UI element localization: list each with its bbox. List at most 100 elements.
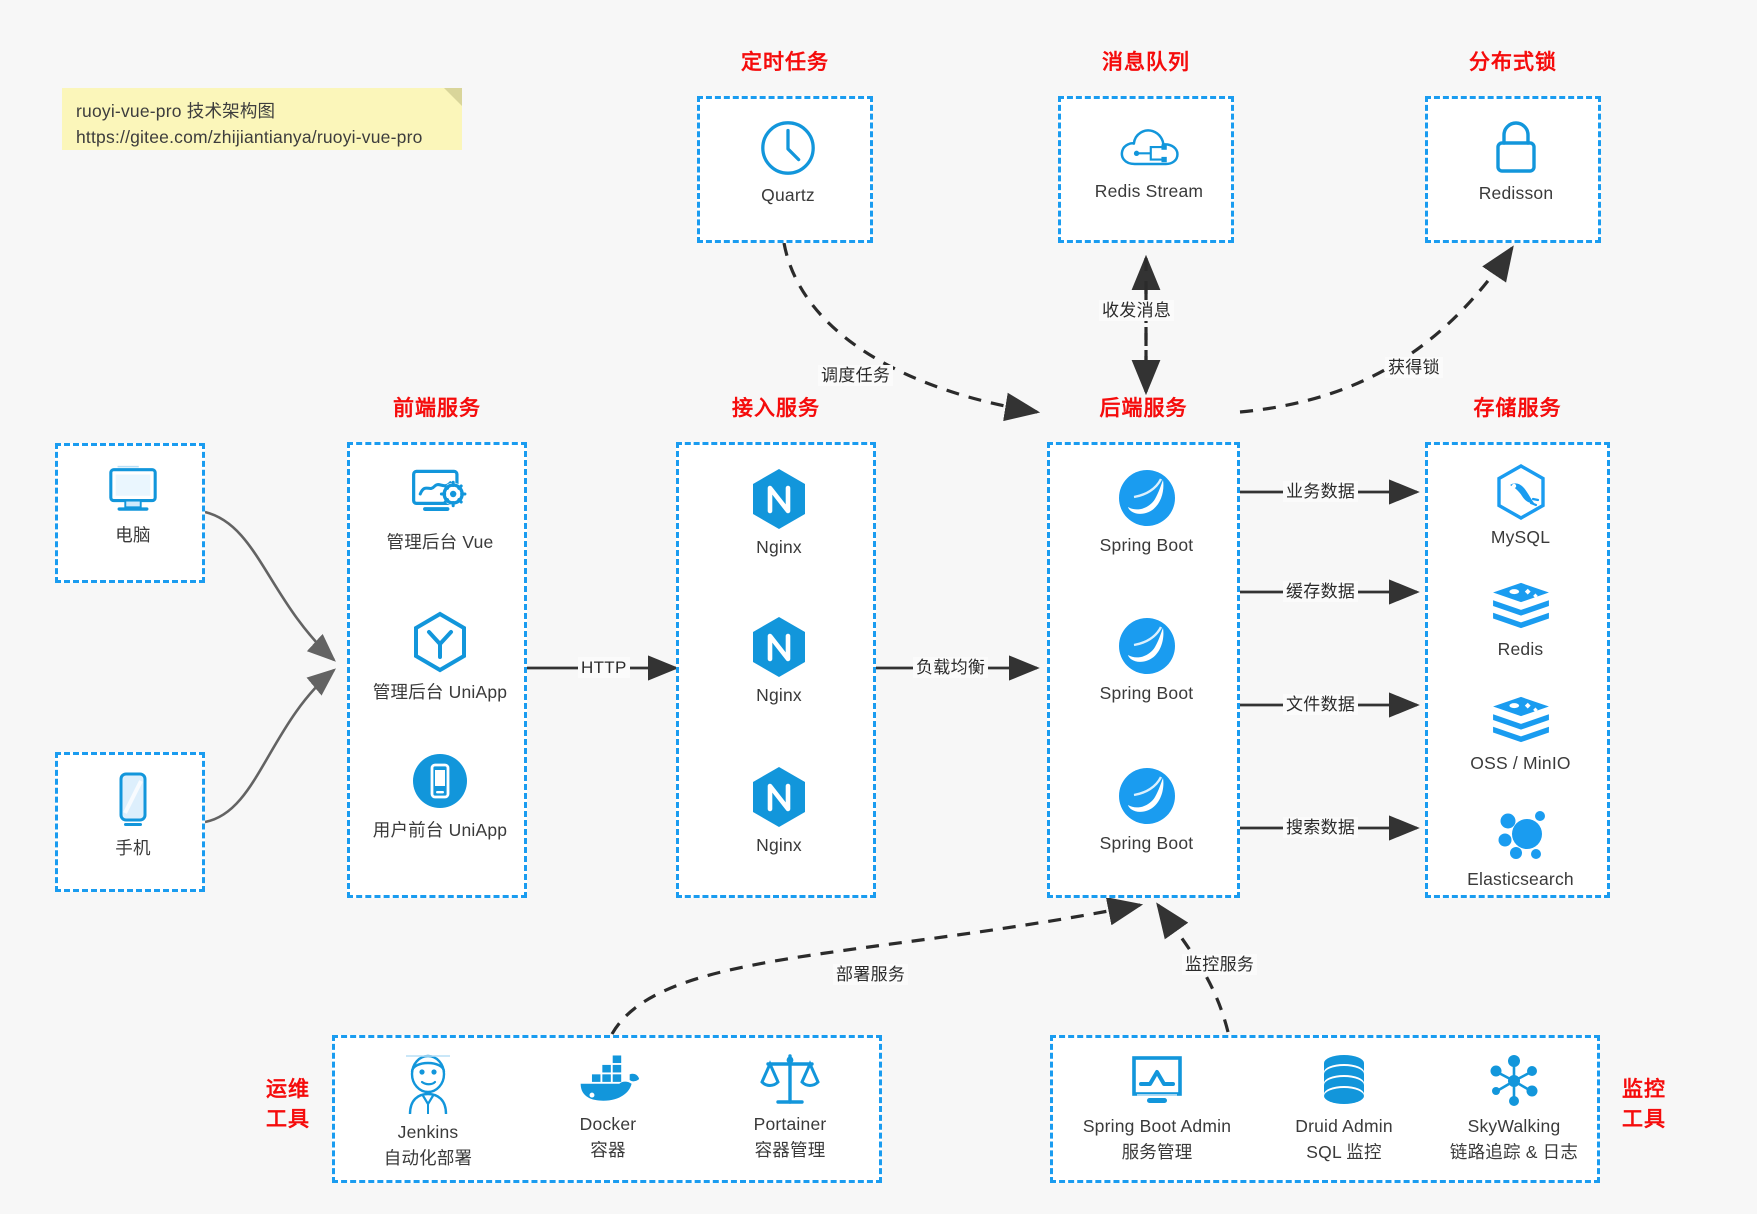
edge-label-schedule-task: 调度任务 — [818, 365, 894, 386]
node-redis-stream[interactable]: Redis Stream — [1061, 121, 1237, 202]
group-box-scheduled-task[interactable]: Quartz — [697, 96, 873, 243]
node-spring-boot-2[interactable]: Spring Boot — [1050, 615, 1243, 704]
docker-icon — [575, 1052, 641, 1108]
node-label: Spring Boot — [1099, 535, 1194, 555]
node-sublabel: 自动化部署 — [383, 1148, 473, 1168]
node-sublabel: SQL 监控 — [1306, 1142, 1382, 1162]
group-title-distributed-lock: 分布式锁 — [1469, 51, 1557, 74]
node-label: 电脑 — [115, 525, 151, 545]
node-nginx-2[interactable]: Nginx — [679, 615, 879, 706]
node-label: Nginx — [756, 835, 802, 855]
node-nginx-1[interactable]: Nginx — [679, 467, 879, 558]
node-phone[interactable]: 手机 — [58, 771, 208, 860]
node-label: Docker — [579, 1114, 637, 1134]
note-fold-corner — [444, 88, 462, 106]
spring-boot-icon — [1116, 615, 1178, 677]
node-redis[interactable]: Redis — [1428, 581, 1613, 660]
group-box-client-phone[interactable]: 手机 — [55, 752, 205, 892]
nginx-icon — [750, 615, 808, 679]
group-title-devops-line1: 运维 — [266, 1078, 310, 1101]
node-quartz[interactable]: Quartz — [700, 117, 876, 206]
edge-label-search-data: 搜索数据 — [1283, 817, 1359, 838]
node-admin-uniapp[interactable]: 管理后台 UniApp — [350, 611, 530, 704]
node-label: 管理后台 UniApp — [372, 682, 508, 702]
edge-label-acquire-lock: 获得锁 — [1385, 357, 1443, 378]
node-label: Nginx — [756, 537, 802, 557]
node-label: Portainer — [753, 1114, 827, 1134]
monitor-chart-icon — [1126, 1052, 1188, 1110]
note-title-line: ruoyi-vue-pro 技术架构图 — [76, 101, 276, 121]
edge-label-business-data: 业务数据 — [1283, 481, 1359, 502]
group-title-frontend: 前端服务 — [393, 397, 481, 420]
edge-label-send-receive-message: 收发消息 — [1099, 300, 1175, 321]
node-sublabel: 服务管理 — [1121, 1142, 1193, 1162]
node-label: 用户前台 UniApp — [372, 820, 508, 840]
group-box-devops[interactable]: Jenkins 自动化部署 — [332, 1035, 882, 1183]
node-elasticsearch[interactable]: Elasticsearch — [1428, 807, 1613, 890]
node-portainer[interactable]: Portainer 容器管理 — [703, 1050, 877, 1162]
dashboard-gear-icon — [408, 465, 472, 523]
node-label: 管理后台 Vue — [386, 532, 494, 552]
group-box-gateway[interactable]: Nginx Nginx Nginx — [676, 442, 876, 898]
node-label: Redisson — [1478, 183, 1554, 203]
node-label: MySQL — [1490, 527, 1551, 547]
edge-label-load-balance: 负载均衡 — [913, 657, 989, 678]
group-title-monitor: 监控 工具 — [1614, 1075, 1674, 1135]
group-box-frontend[interactable]: 管理后台 Vue 管理后台 UniApp 用户前台 UniApp — [347, 442, 527, 898]
group-title-devops-line2: 工具 — [266, 1108, 310, 1131]
edge-label-deploy-service: 部署服务 — [833, 964, 909, 985]
edge-label-monitor-service: 监控服务 — [1182, 954, 1258, 975]
node-mysql[interactable]: MySQL — [1428, 463, 1613, 548]
group-title-monitor-line2: 工具 — [1622, 1108, 1666, 1131]
portainer-scale-icon — [758, 1050, 822, 1108]
nginx-icon — [750, 765, 808, 829]
group-box-message-queue[interactable]: Redis Stream — [1058, 96, 1234, 243]
group-title-storage: 存储服务 — [1473, 397, 1562, 420]
node-label: Quartz — [761, 185, 815, 205]
elasticsearch-icon — [1492, 807, 1550, 863]
group-box-monitor[interactable]: Spring Boot Admin 服务管理 Druid Admin — [1050, 1035, 1600, 1183]
redis-icon — [1491, 581, 1551, 633]
group-box-storage[interactable]: MySQL Redis — [1425, 442, 1610, 898]
node-sublabel: 容器 — [590, 1140, 626, 1160]
node-spring-boot-admin[interactable]: Spring Boot Admin 服务管理 — [1057, 1052, 1257, 1164]
group-title-scheduled-task: 定时任务 — [741, 51, 829, 74]
group-box-client-computer[interactable]: 电脑 — [55, 443, 205, 583]
node-druid-admin[interactable]: Druid Admin SQL 监控 — [1257, 1052, 1431, 1164]
node-jenkins[interactable]: Jenkins 自动化部署 — [343, 1052, 513, 1170]
group-box-distributed-lock[interactable]: Redisson — [1425, 96, 1601, 243]
node-skywalking[interactable]: SkyWalking 链路追踪 & 日志 — [1427, 1052, 1601, 1164]
cloud-stream-icon — [1117, 121, 1181, 175]
edge-label-file-data: 文件数据 — [1283, 694, 1359, 715]
node-label: 手机 — [115, 838, 151, 858]
nginx-icon — [750, 467, 808, 531]
spring-boot-icon — [1116, 467, 1178, 529]
desktop-computer-icon — [104, 462, 162, 516]
node-admin-vue[interactable]: 管理后台 Vue — [350, 465, 530, 554]
clock-icon — [757, 117, 819, 179]
node-spring-boot-1[interactable]: Spring Boot — [1050, 467, 1243, 556]
node-label: Spring Boot — [1099, 833, 1194, 853]
node-computer[interactable]: 电脑 — [58, 462, 208, 547]
node-nginx-3[interactable]: Nginx — [679, 765, 879, 856]
group-title-message-queue: 消息队列 — [1102, 51, 1190, 74]
node-spring-boot-3[interactable]: Spring Boot — [1050, 765, 1243, 854]
node-redisson[interactable]: Redisson — [1428, 117, 1604, 204]
diagram-title-note: ruoyi-vue-pro 技术架构图 https://gitee.com/zh… — [62, 88, 462, 150]
edge-label-cache-data: 缓存数据 — [1283, 581, 1359, 602]
node-docker[interactable]: Docker 容器 — [523, 1052, 693, 1162]
edge-label-http: HTTP — [578, 657, 630, 678]
mobile-phone-icon — [112, 771, 154, 829]
group-title-gateway: 接入服务 — [732, 397, 820, 420]
node-user-uniapp[interactable]: 用户前台 UniApp — [350, 751, 530, 842]
group-title-monitor-line1: 监控 — [1622, 1078, 1666, 1101]
node-oss-minio[interactable]: OSS / MinIO — [1428, 695, 1613, 774]
node-sublabel: 链路追踪 & 日志 — [1449, 1142, 1579, 1162]
node-label: OSS / MinIO — [1470, 753, 1571, 773]
spring-boot-icon — [1116, 765, 1178, 827]
node-sublabel: 容器管理 — [754, 1140, 826, 1160]
oss-minio-icon — [1491, 695, 1551, 747]
group-box-backend[interactable]: Spring Boot Spring Boot Spring Boot — [1047, 442, 1240, 898]
mobile-app-icon — [410, 751, 470, 811]
